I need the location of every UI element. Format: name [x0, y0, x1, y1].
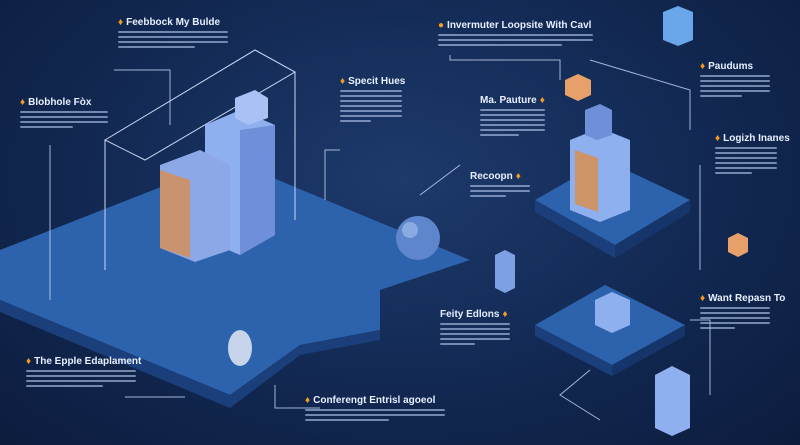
- flame-icon: ♦: [26, 356, 32, 367]
- callout-feedback: ♦Feebbock My Bulde: [118, 17, 228, 51]
- callout-blobhole: ♦Blobhole Fòx: [20, 97, 108, 131]
- tower-top-cube: [235, 90, 268, 125]
- flame-icon: ♦: [340, 76, 346, 87]
- left-platform-edge: [0, 300, 380, 408]
- flame-icon: ♦: [700, 293, 706, 304]
- server-stack: [663, 6, 693, 46]
- flame-icon: ♦: [305, 395, 311, 406]
- lightbulb-icon: ●: [438, 20, 445, 31]
- callout-want: ♦Want Repasn To: [700, 293, 785, 332]
- small-tower: [495, 250, 515, 293]
- flame-icon: ♦: [20, 97, 26, 108]
- flame-icon: ♦: [539, 95, 545, 106]
- flame-icon: ♦: [515, 171, 521, 182]
- flame-icon: ♦: [118, 17, 124, 28]
- callout-conferengt: ♦Conferengt Entrisl agoeol: [305, 395, 445, 424]
- callout-recoopn: Recoopn♦: [470, 171, 530, 200]
- flame-icon: ♦: [700, 61, 706, 72]
- callout-feity: Feity Edlons♦: [440, 309, 510, 348]
- flame-icon: ♦: [502, 309, 508, 320]
- connector-lines: [49, 55, 711, 421]
- flame-icon: ♦: [715, 133, 721, 144]
- sphere: [396, 216, 440, 260]
- left-platform: [0, 160, 470, 395]
- callout-specit: ♦Specit Hues: [340, 76, 405, 125]
- small-cube: [728, 233, 748, 257]
- disc-device: [228, 330, 252, 366]
- callout-invermuter: ●Invermuter Loopsite With Cavl: [438, 20, 593, 49]
- callout-pauture: Ma. Pauture♦: [480, 95, 545, 139]
- callout-epple: ♦The Epple Edaplament: [26, 356, 141, 390]
- orange-cube: [565, 74, 591, 101]
- callout-logizh: ♦Logizh Inanes: [715, 133, 790, 177]
- bottom-right-tower: [655, 366, 690, 436]
- callout-paudums: ♦Paudums: [700, 61, 770, 100]
